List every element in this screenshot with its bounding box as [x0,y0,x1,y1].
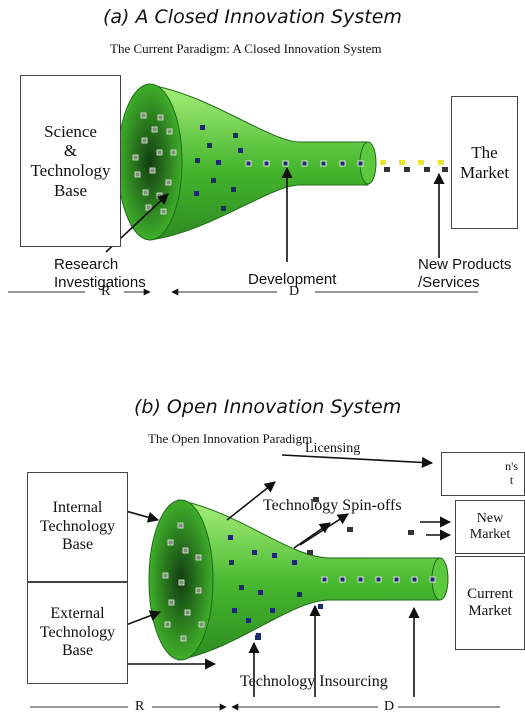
d-scale-label-b: D [384,699,395,714]
panel-b-subtitle: The Open Innovation Paradigm [148,431,313,446]
pipeline-dots [245,160,364,167]
closed-innovation-diagram [8,83,478,296]
licensing-arrow-diagonal [226,481,276,521]
closed-funnel [149,84,369,241]
the-market-label: The Market [459,142,510,182]
internal-dots [162,522,205,642]
research-investigations-label: Research Investigations [54,256,146,291]
development-label: Development [248,271,337,288]
spinoff-arrow-1 [293,522,331,549]
internal-technology-base-label: Internal Technology Base [39,499,116,554]
new-products-label: New Products /Services [418,256,512,291]
new-market-box: New Market [455,500,525,554]
internal-technology-base-box: Internal Technology Base [27,472,128,582]
panel-a-subtitle: The Current Paradigm: A Closed Innovatio… [110,41,382,56]
panel-b-heading: (b) Open Innovation System [134,396,402,418]
open-pipeline-dots [321,576,436,583]
insourced-dot [255,635,261,640]
other-market-label: n's t [505,459,518,487]
internal-arrow [121,509,160,523]
spinoff-arrow-2 [299,513,349,546]
science-technology-base-label: Science & Technology Base [30,121,111,200]
d-scale-label: D [289,284,300,299]
science-technology-base-box: Science & Technology Base [20,75,121,247]
open-funnel [177,499,441,661]
new-market-label: New Market [469,510,511,542]
external-technology-base-box: External Technology Base [27,582,128,684]
r-scale-label: R [101,284,111,299]
development-dots [194,125,243,211]
technology-spinoffs-label: Technology Spin-offs [263,497,402,514]
licensing-arrow [281,454,434,469]
product-dots [380,160,448,172]
r-scale-label-b: R [135,699,145,714]
research-dots [132,112,177,215]
licensing-label: Licensing [305,441,361,456]
other-market-box: n's t [441,452,525,496]
external-technology-base-label: External Technology Base [39,605,116,660]
the-market-box: The Market [451,96,518,229]
technology-insourcing-label: Technology Insourcing [240,673,388,690]
current-market-box: Current Market [455,556,525,650]
panel-a-heading: (a) A Closed Innovation System [103,6,402,28]
current-market-label: Current Market [467,585,513,619]
